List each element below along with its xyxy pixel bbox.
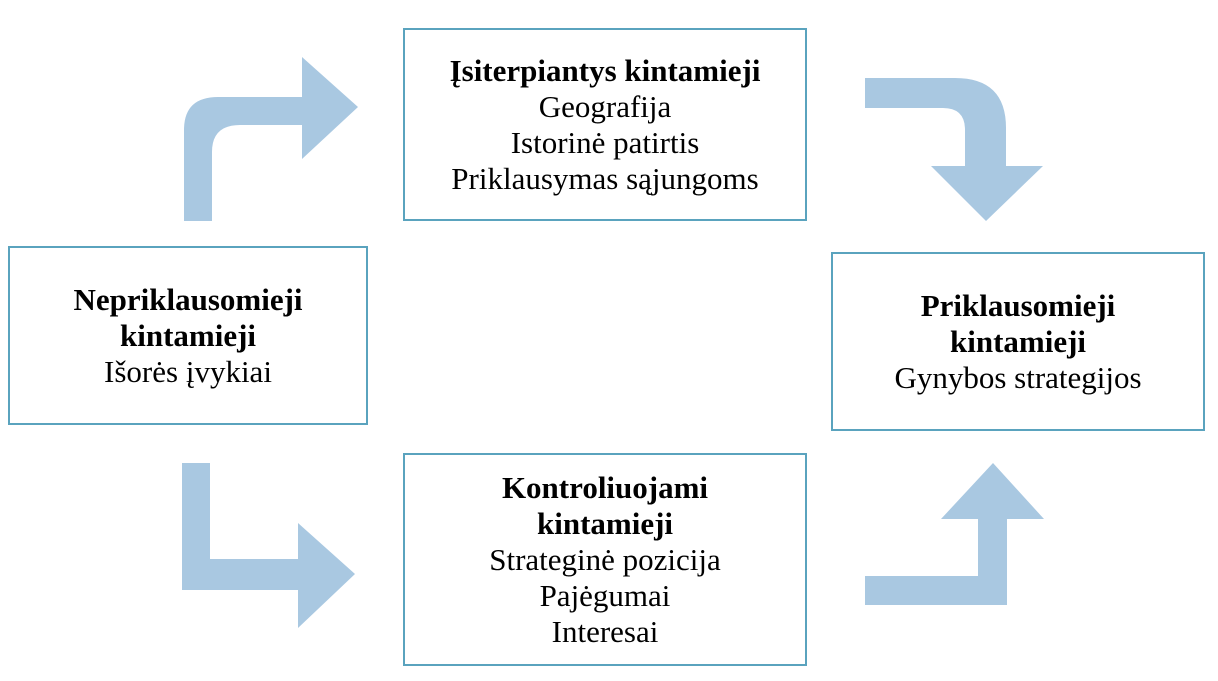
mediating-item: Priklausymas sąjungoms bbox=[451, 160, 759, 196]
control-variables-box: Kontroliuojami kintamieji Strateginė poz… bbox=[403, 453, 807, 666]
dependent-variables-box: Priklausomieji kintamieji Gynybos strate… bbox=[831, 252, 1205, 431]
independent-variables-box: Nepriklausomieji kintamieji Išorės įvyki… bbox=[8, 246, 368, 425]
control-item: Interesai bbox=[551, 613, 659, 649]
mediating-variables-title: Įsiterpiantys kintamieji bbox=[449, 52, 761, 88]
mediating-variables-box: Įsiterpiantys kintamieji Geografija Isto… bbox=[403, 28, 807, 221]
bent-arrow-right-up-icon bbox=[865, 463, 1044, 605]
bent-arrow-right-down-icon bbox=[865, 78, 1043, 221]
bent-arrow-down-right-icon bbox=[182, 463, 355, 628]
mediating-item: Geografija bbox=[538, 88, 672, 124]
dependent-variables-title-line1: Priklausomieji bbox=[920, 287, 1116, 323]
independent-variables-title-line2: kintamieji bbox=[119, 317, 257, 353]
dependent-variables-title-line2: kintamieji bbox=[949, 323, 1087, 359]
dependent-item: Gynybos strategijos bbox=[894, 359, 1142, 395]
bent-arrow-up-right-icon bbox=[184, 57, 358, 221]
independent-item: Išorės įvykiai bbox=[104, 353, 272, 389]
control-item: Pajėgumai bbox=[539, 577, 671, 613]
control-variables-title-line2: kintamieji bbox=[536, 505, 674, 541]
control-variables-title-line1: Kontroliuojami bbox=[501, 469, 709, 505]
control-item: Strateginė pozicija bbox=[489, 541, 721, 577]
independent-variables-title-line1: Nepriklausomieji bbox=[73, 281, 303, 317]
mediating-item: Istorinė patirtis bbox=[510, 124, 700, 160]
